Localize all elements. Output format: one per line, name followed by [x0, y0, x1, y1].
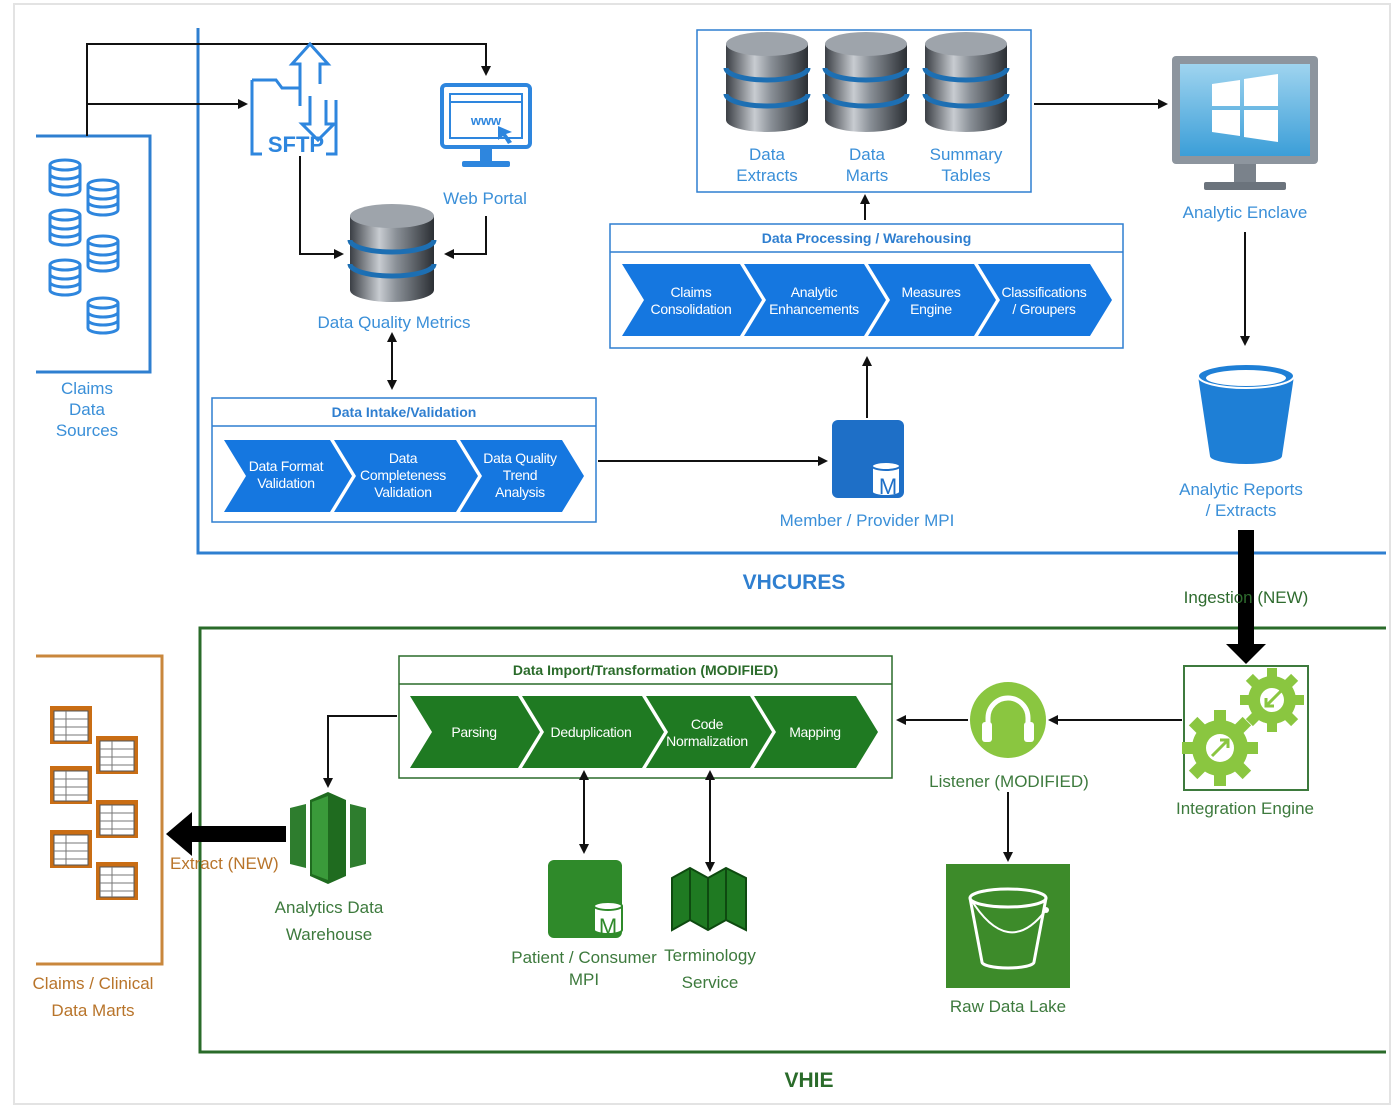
sftp-label: SFTP: [268, 132, 324, 157]
raw-data-lake-label: Raw Data Lake: [949, 997, 1067, 1016]
import-step-4: Mapping: [789, 724, 841, 740]
analytic-enclave-label: Analytic Enclave: [1182, 203, 1308, 222]
data-marts-tables-icon: [50, 706, 138, 900]
data-marts-label-clinical: Claims / Clinical Data Marts: [32, 974, 154, 1020]
import-title: Data Import/Transformation (MODIFIED): [512, 662, 779, 678]
processing-step-4: Classifications / Groupers: [1001, 284, 1087, 317]
extract-label: Extract (NEW): [170, 854, 279, 873]
data-marts-box: [36, 654, 164, 966]
summary-tables-database-icon: [922, 32, 1010, 132]
intake-step-3: Data Quality Trend Analysis: [483, 450, 557, 500]
intake-step-1: Data Format Validation: [248, 458, 324, 491]
web-portal-label: Web Portal: [443, 189, 527, 208]
vhcures-boundary: [196, 28, 1386, 555]
terminology-map-icon: [671, 866, 747, 932]
database-stack-icon: [48, 158, 120, 335]
integration-engine-label: Integration Engine: [1176, 799, 1314, 818]
import-step-4-shape: [754, 696, 878, 768]
patient-mpi-label: Patient / Consumer MPI: [511, 948, 657, 989]
import-step-2: Deduplication: [550, 724, 632, 740]
arrow-sftp-to-dq: [299, 156, 344, 259]
web-portal-icon: [440, 83, 532, 167]
processing-step-3: Measures Engine: [901, 284, 961, 317]
patient-mpi-icon: [548, 860, 623, 938]
member-mpi-icon: [832, 420, 904, 498]
analytic-reports-bucket-icon: [1197, 363, 1295, 464]
intake-step-1-shape: [224, 440, 352, 512]
intake-step-2: Data Completeness Validation: [360, 450, 446, 500]
import-step-2-shape: [522, 696, 664, 768]
processing-title: Data Processing / Warehousing: [761, 230, 972, 246]
data-marts-database-icon: [822, 32, 910, 132]
vhcures-title: VHCURES: [742, 571, 846, 594]
patient-mpi-letter: M: [599, 914, 617, 939]
outer-frame: [13, 3, 1391, 1105]
processing-step-3-shape: [868, 264, 996, 336]
processing-step-2: Analytic Enhancements: [769, 284, 859, 317]
intake-title: Data Intake/Validation: [331, 404, 477, 420]
terminology-label: Terminology Service: [664, 946, 756, 992]
integration-engine-gears-icon: [1182, 668, 1304, 786]
claims-sources-label: Claims Data Sources: [55, 379, 119, 440]
listener-label: Listener (MODIFIED): [929, 772, 1089, 791]
dq-metrics-label: Data Quality Metrics: [317, 313, 471, 332]
arrow-import-to-dw: [323, 715, 397, 788]
intake-step-3-shape: [460, 440, 584, 512]
vhie-title: VHIE: [784, 1069, 834, 1092]
dq-metrics-database-icon: [347, 204, 437, 302]
ingestion-arrow: [1226, 530, 1266, 664]
claims-sources-box: [36, 134, 152, 374]
listener-headphones-icon: [970, 682, 1046, 758]
processing-step-2-shape: [744, 264, 886, 336]
member-mpi-letter: M: [879, 474, 897, 499]
raw-data-lake-bucket-icon: [946, 864, 1070, 988]
analytics-dw-label: Analytics Data Warehouse: [274, 898, 384, 944]
import-step-1: Parsing: [451, 724, 497, 740]
arrow-webportal-to-dq: [444, 216, 487, 259]
member-mpi-label: Member / Provider MPI: [779, 511, 955, 530]
processing-step-4-shape: [978, 264, 1112, 336]
analytics-dw-icon: [290, 792, 366, 884]
import-step-3: Code Normalization: [666, 716, 748, 749]
processing-step-1-shape: [622, 264, 762, 336]
data-marts-label: Data Marts: [845, 145, 889, 185]
data-extracts-label: Data Extracts: [736, 145, 798, 185]
processing-step-1: Claims Consolidation: [650, 284, 732, 317]
summary-tables-label: Summary Tables: [929, 145, 1003, 185]
intake-step-2-shape: [334, 440, 478, 512]
ingestion-label: Ingestion (NEW): [1183, 588, 1309, 607]
extract-arrow: [166, 812, 286, 856]
analytic-reports-label: Analytic Reports / Extracts: [1179, 480, 1303, 520]
import-step-3-shape: [646, 696, 772, 768]
sftp-icon: [250, 41, 338, 156]
data-extracts-database-icon: [723, 32, 811, 132]
arrow-sources-to-webportal: [86, 43, 491, 136]
www-label: www: [470, 113, 502, 128]
analytic-enclave-icon: [1172, 56, 1318, 190]
import-step-1-shape: [410, 696, 540, 768]
